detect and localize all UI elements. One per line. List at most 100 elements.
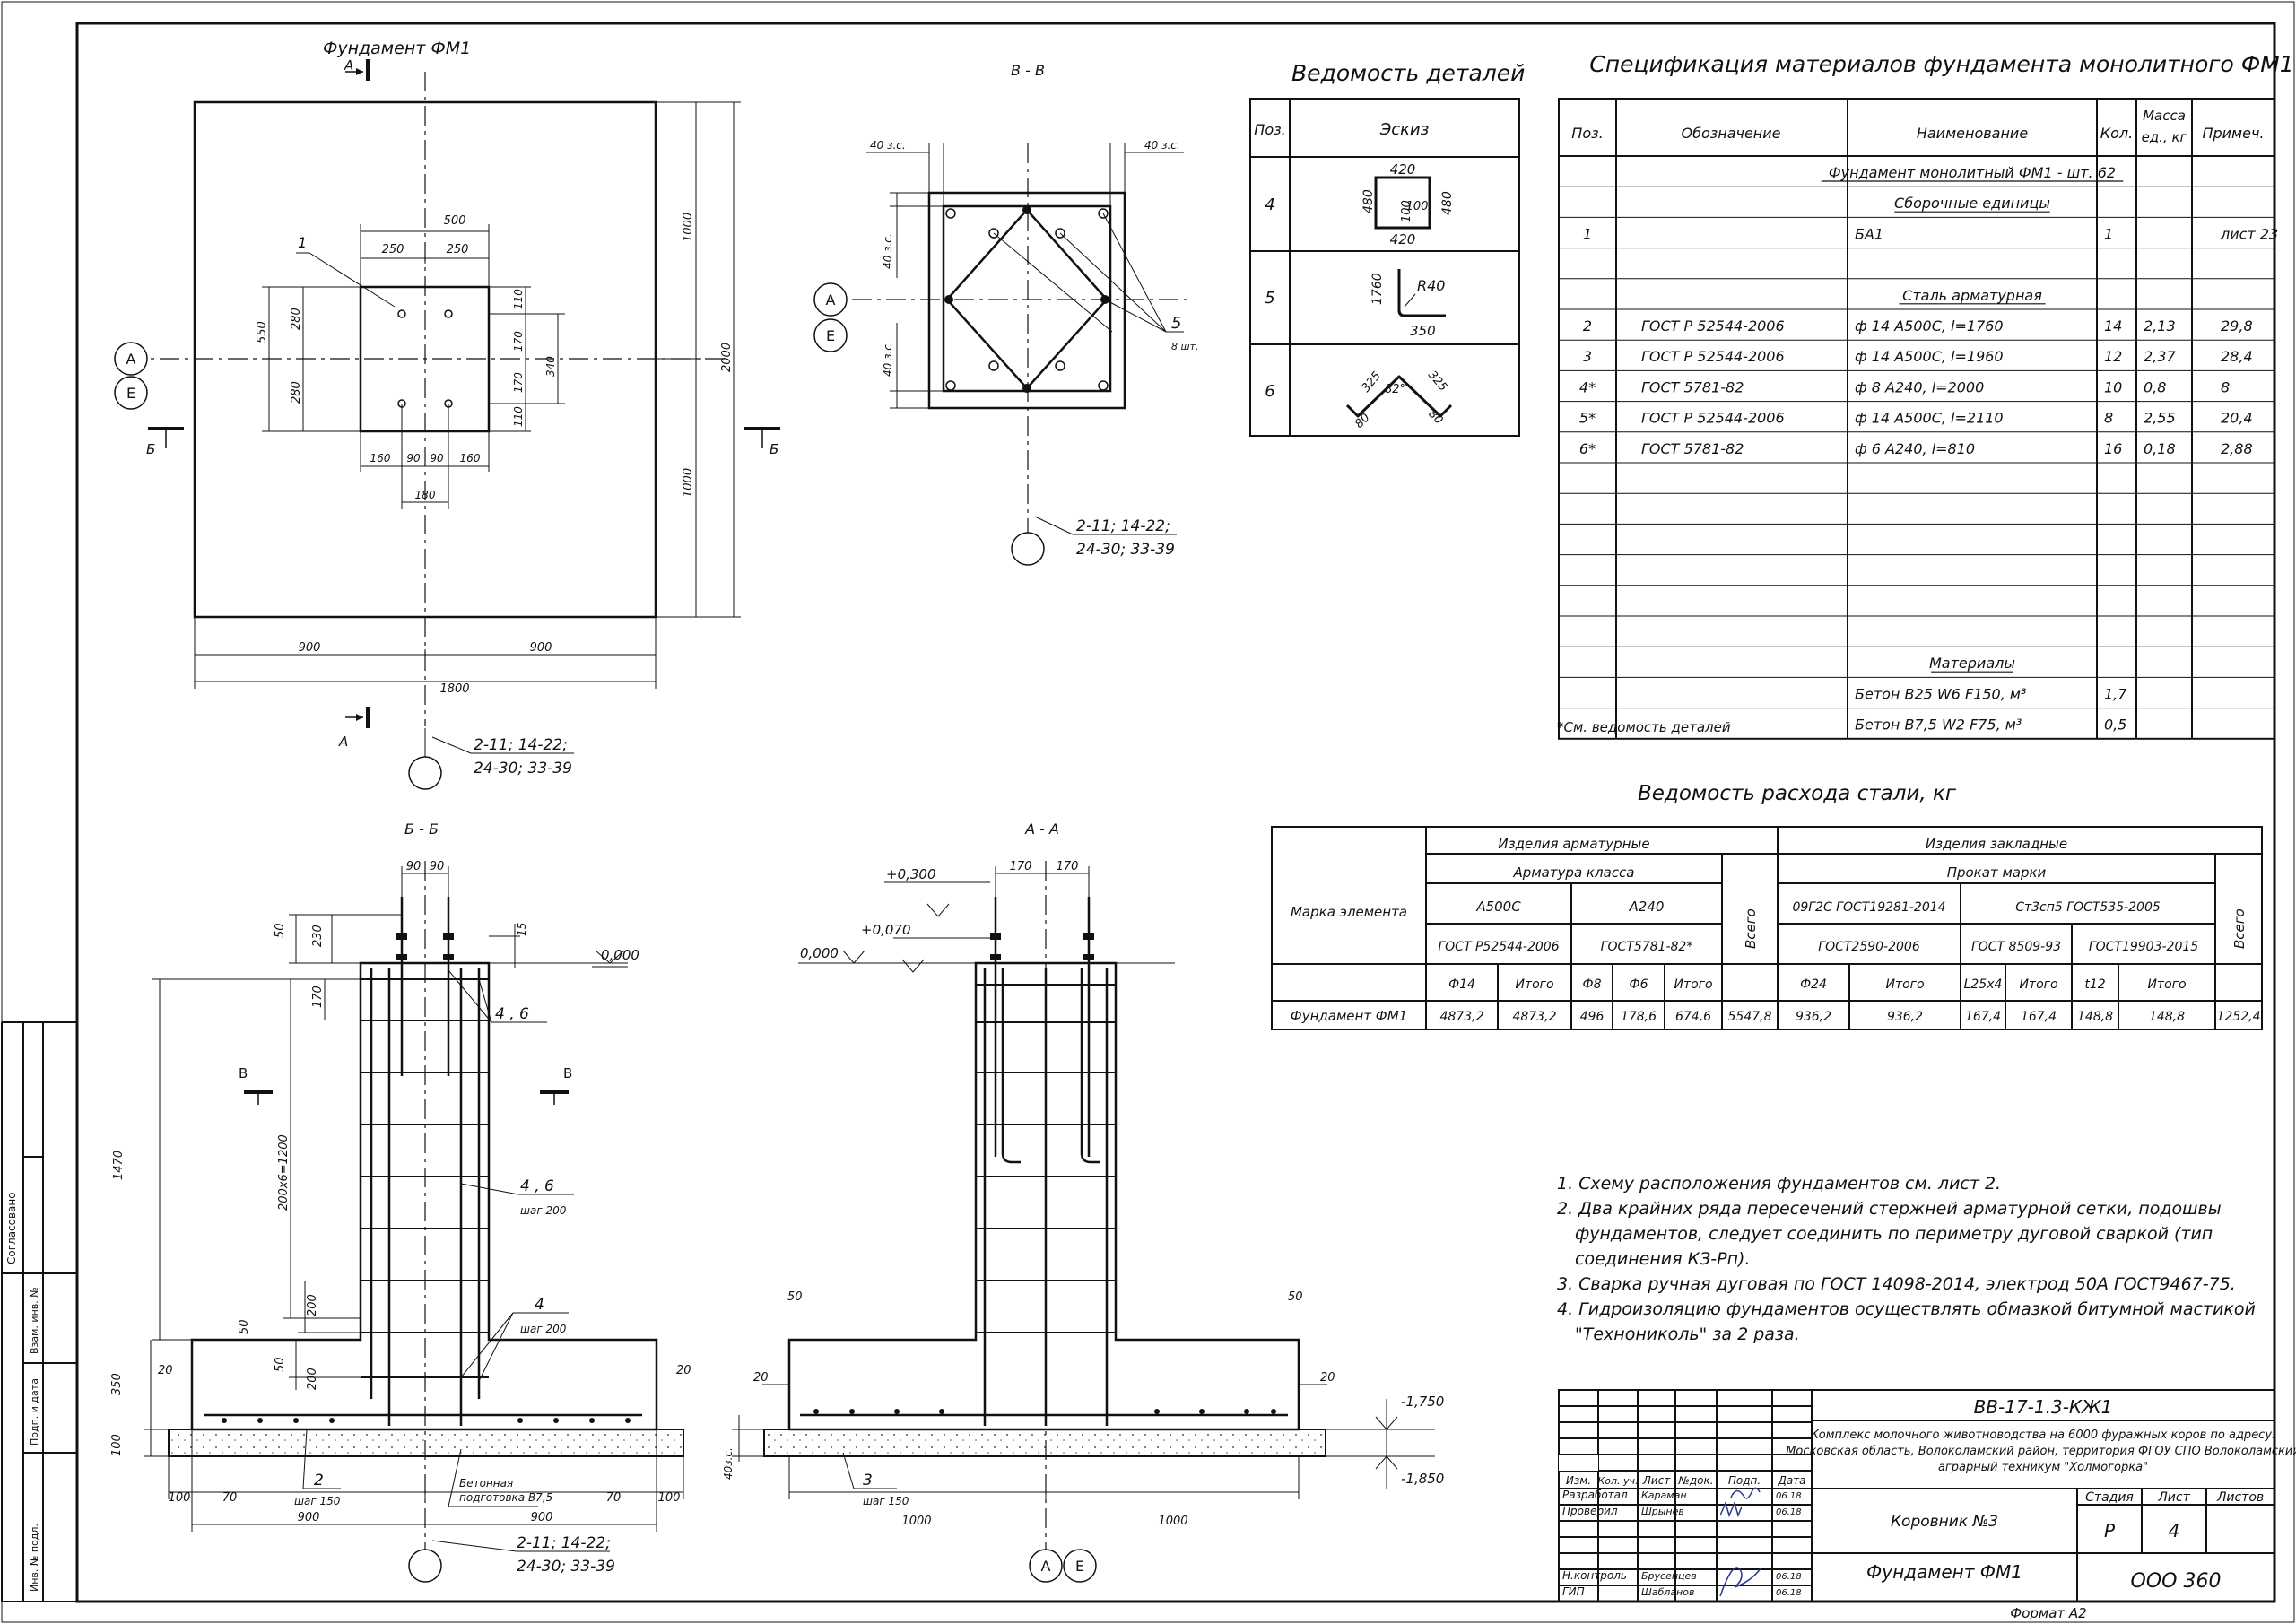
spec-header-0: Поз.: [1571, 125, 1603, 142]
aa-dim-40: 40з.с.: [722, 1447, 735, 1480]
bb-dim-200b: 200: [306, 1368, 319, 1390]
note-2: 2. Два крайних ряда пересечений стержней…: [1557, 1199, 2222, 1219]
spec-row-qty: 16: [2104, 440, 2122, 457]
steel-subheader: Итого: [1885, 977, 1924, 992]
spec-row-name: Фундамент монолитный ФМ1 - шт. 62: [1829, 164, 2116, 181]
bb-title: Б - Б: [404, 821, 439, 838]
plan-dim-180: 180: [415, 489, 436, 501]
spec-row-designation: ГОСТ 5781-82: [1641, 440, 1744, 457]
details-4-t1: 420: [1390, 161, 1416, 178]
note-2-cont2: соединения КЗ-Рп).: [1575, 1249, 1750, 1269]
stamp-stage-h: Стадия: [2085, 1490, 2134, 1505]
steel-row-value: 167,4: [2021, 1010, 2057, 1024]
steel-row-value: 148,8: [2077, 1010, 2113, 1024]
plan-dim-170b: 170: [512, 372, 525, 393]
steel-subheader: Итого: [2147, 977, 2186, 992]
vv-item5-note: 8 шт.: [1171, 341, 1198, 352]
stamp-role: ГИП: [1562, 1585, 1585, 1598]
bb-dim-50c: 50: [274, 1357, 287, 1372]
spec-header-1: Обозначение: [1681, 125, 1780, 142]
spec-table: Спецификация материалов фундамента монол…: [1557, 51, 2294, 740]
spec-row-name: Сборочные единицы: [1894, 195, 2050, 212]
details-5-t2: R40: [1417, 277, 1445, 294]
spec-row-pos: 1: [1583, 225, 1592, 242]
spec-row-mass: 0,8: [2144, 378, 2166, 395]
stamp-org: ООО 360: [2131, 1570, 2222, 1593]
steel-subheader: Ф24: [1800, 977, 1827, 992]
spec-row-mass: 2,37: [2144, 348, 2176, 365]
details-col-sketch: Эскиз: [1379, 120, 1430, 139]
steel-gost3: ГОСТ2590-2006: [1818, 940, 1920, 954]
stamp-person: Шрынев: [1641, 1506, 1684, 1517]
spec-row-name: ф 6 А240, l=810: [1855, 440, 1975, 457]
vv-title: В - В: [1011, 62, 1045, 79]
vv-axis-e: Е: [826, 327, 835, 344]
plan-cut-b-left: Б: [146, 441, 155, 457]
steel-subheader: Ф14: [1448, 977, 1475, 992]
steel-a240: А240: [1629, 899, 1665, 915]
bb-dim-900a: 900: [298, 1511, 320, 1524]
plan-dim-340: 340: [544, 356, 557, 377]
general-notes: 1. Схему расположения фундаментов см. ли…: [1557, 1174, 2256, 1344]
spec-row-pos: 6*: [1579, 440, 1596, 457]
spec-header-mass2: ед., кг: [2142, 129, 2187, 145]
bb-cut-v-left: В: [239, 1065, 248, 1081]
plan-dim-170a: 170: [512, 331, 525, 352]
spec-row-designation: ГОСТ Р 52544-2006: [1641, 348, 1785, 365]
bb-dim-100a: 100: [169, 1491, 191, 1505]
bb-label-2-note: шаг 150: [294, 1495, 341, 1507]
stamp-person: Караман: [1641, 1489, 1687, 1501]
details-6-t5: 80: [1425, 407, 1445, 427]
details-5-t3: 350: [1410, 323, 1436, 339]
bb-label-2: 2: [314, 1472, 324, 1489]
stamp-h-izm: Изм.: [1566, 1474, 1591, 1487]
steel-row-value: 674,6: [1675, 1010, 1711, 1024]
plan-axis-e: Е: [126, 385, 135, 402]
details-6-t3: 325: [1425, 369, 1449, 395]
plan-item1: 1: [298, 234, 307, 251]
spec-row-qty: 14: [2104, 317, 2122, 334]
spec-header-mass1: Масса: [2143, 108, 2186, 124]
details-pos-5: 5: [1265, 289, 1274, 308]
steel-group2: Изделия закладные: [1926, 836, 2067, 852]
steel-subheader: t12: [2084, 977, 2105, 992]
plan-ref-line2: 24-30; 33-39: [474, 760, 572, 777]
stamp-sheet-h: Лист: [2157, 1490, 2190, 1505]
aa-axis-e: Е: [1075, 1558, 1084, 1575]
vv-ref-line2: 24-30; 33-39: [1076, 541, 1175, 559]
stamp-h-data: Дата: [1777, 1474, 1805, 1487]
steel-subheader: Итого: [1674, 977, 1712, 992]
bb-dim-100v: 100: [110, 1434, 124, 1456]
plan-dim-110a: 110: [512, 289, 525, 309]
spec-row-pos: 3: [1583, 348, 1592, 365]
margin-boxes: [1, 1021, 78, 1602]
stamp-role: Проверил: [1562, 1505, 1618, 1517]
stamp-date: 06.18: [1776, 1572, 1802, 1582]
spec-row-designation: ГОСТ Р 52544-2006: [1641, 410, 1785, 427]
details-table: Ведомость деталей Поз. Эскиз 4 5 6 420 4…: [1249, 60, 1525, 437]
steel-m2: Ст3сп5 ГОСТ535-2005: [2015, 900, 2161, 915]
details-4-t6: 420: [1390, 231, 1416, 248]
steel-subheader: Ф6: [1630, 977, 1648, 992]
aa-dim-20a: 20: [753, 1371, 769, 1385]
vv-item5: 5: [1171, 314, 1181, 333]
steel-subheader: Ф8: [1583, 977, 1602, 992]
bb-dim-70b: 70: [606, 1491, 622, 1505]
stamp-role: Н.контроль: [1562, 1569, 1627, 1582]
plan-dim-900a: 900: [299, 641, 321, 655]
details-4-t5: 480: [1440, 191, 1455, 215]
spec-header-2: Наименование: [1917, 125, 2028, 142]
steel-row-value: 496: [1580, 1010, 1605, 1024]
stamp-role: Разработал: [1562, 1489, 1628, 1501]
aa-axis-a: А: [1041, 1558, 1051, 1575]
plan-title: Фундамент ФМ1: [323, 39, 471, 58]
details-pos-6: 6: [1265, 382, 1274, 401]
aa-title: А - А: [1024, 821, 1059, 838]
stamp-h-kol: Кол. уч.: [1597, 1475, 1638, 1487]
steel-mark-header: Марка элемента: [1291, 904, 1407, 920]
spec-row-qty: 1: [2104, 225, 2113, 242]
aa-level-1750: -1,750: [1401, 1394, 1444, 1410]
bb-ref-line2: 24-30; 33-39: [517, 1558, 615, 1576]
